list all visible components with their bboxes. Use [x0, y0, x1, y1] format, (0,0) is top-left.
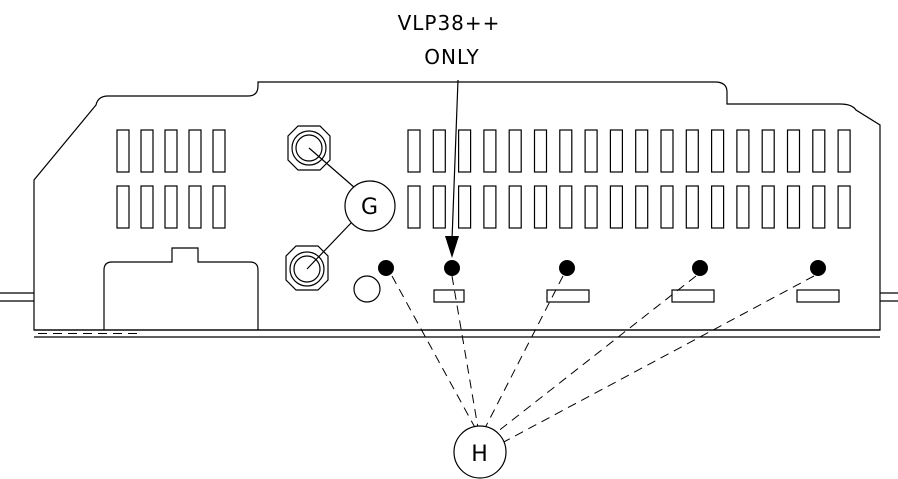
- pin-slot: [788, 186, 800, 228]
- pin-slot: [408, 186, 420, 228]
- pin-slot: [535, 186, 547, 228]
- pin-slot: [788, 130, 800, 172]
- coax-connector-bottom: [286, 246, 328, 290]
- pin-slot: [213, 186, 225, 228]
- pin-slot: [165, 130, 177, 172]
- contact-dot: [559, 260, 575, 276]
- pin-slot: [213, 130, 225, 172]
- pin-slot: [509, 130, 521, 172]
- pin-slot: [610, 130, 622, 172]
- contact-pads: [434, 290, 839, 302]
- pin-slot: [117, 186, 129, 228]
- contact-dot: [692, 260, 708, 276]
- pin-slot: [636, 130, 648, 172]
- pin-slot: [408, 130, 420, 172]
- pin-slot: [459, 186, 471, 228]
- pin-slot: [484, 186, 496, 228]
- pin-slot: [141, 130, 153, 172]
- pin-slot: [585, 130, 597, 172]
- pin-slot: [117, 130, 129, 172]
- pin-slot: [636, 186, 648, 228]
- variant-note-line1: VLP38++: [398, 11, 501, 35]
- contact-dot: [444, 260, 460, 276]
- pin-slot: [762, 130, 774, 172]
- pin-slot: [189, 130, 201, 172]
- pin-slot: [712, 186, 724, 228]
- latch-tab: [104, 248, 258, 330]
- pin-slot: [661, 130, 673, 172]
- note-arrow-head: [445, 236, 459, 258]
- pin-slot: [535, 130, 547, 172]
- pin-slot: [686, 130, 698, 172]
- note-arrow-shaft: [452, 80, 458, 240]
- pin-slot: [838, 186, 850, 228]
- pin-slot: [737, 186, 749, 228]
- base-plate: [34, 330, 880, 337]
- callout-h: H: [454, 426, 506, 478]
- pin-slot: [433, 130, 445, 172]
- pin-slot: [560, 130, 572, 172]
- callout-g-label: G: [361, 195, 379, 220]
- pin-slot: [813, 186, 825, 228]
- pin-slot: [141, 186, 153, 228]
- contact-dot: [378, 260, 394, 276]
- callout-g: G: [345, 181, 395, 231]
- contact-dots: [378, 260, 826, 276]
- variant-note-line2: ONLY: [424, 45, 479, 69]
- pin-slot: [737, 130, 749, 172]
- pin-slot: [585, 186, 597, 228]
- pin-slot: [686, 186, 698, 228]
- pin-slot: [484, 130, 496, 172]
- pin-slot: [189, 186, 201, 228]
- pin-slot: [459, 130, 471, 172]
- pin-slot: [712, 130, 724, 172]
- pin-slot: [762, 186, 774, 228]
- empty-cavity: [354, 276, 380, 302]
- pin-slot: [165, 186, 177, 228]
- pin-slot: [838, 130, 850, 172]
- pin-slot: [813, 130, 825, 172]
- pin-slot: [560, 186, 572, 228]
- pin-slot: [610, 186, 622, 228]
- pin-slot: [661, 186, 673, 228]
- contact-dot: [810, 260, 826, 276]
- pin-slot: [433, 186, 445, 228]
- callout-h-label: H: [471, 442, 489, 467]
- pin-slot: [509, 186, 521, 228]
- pin-cavity-grid: [117, 130, 850, 228]
